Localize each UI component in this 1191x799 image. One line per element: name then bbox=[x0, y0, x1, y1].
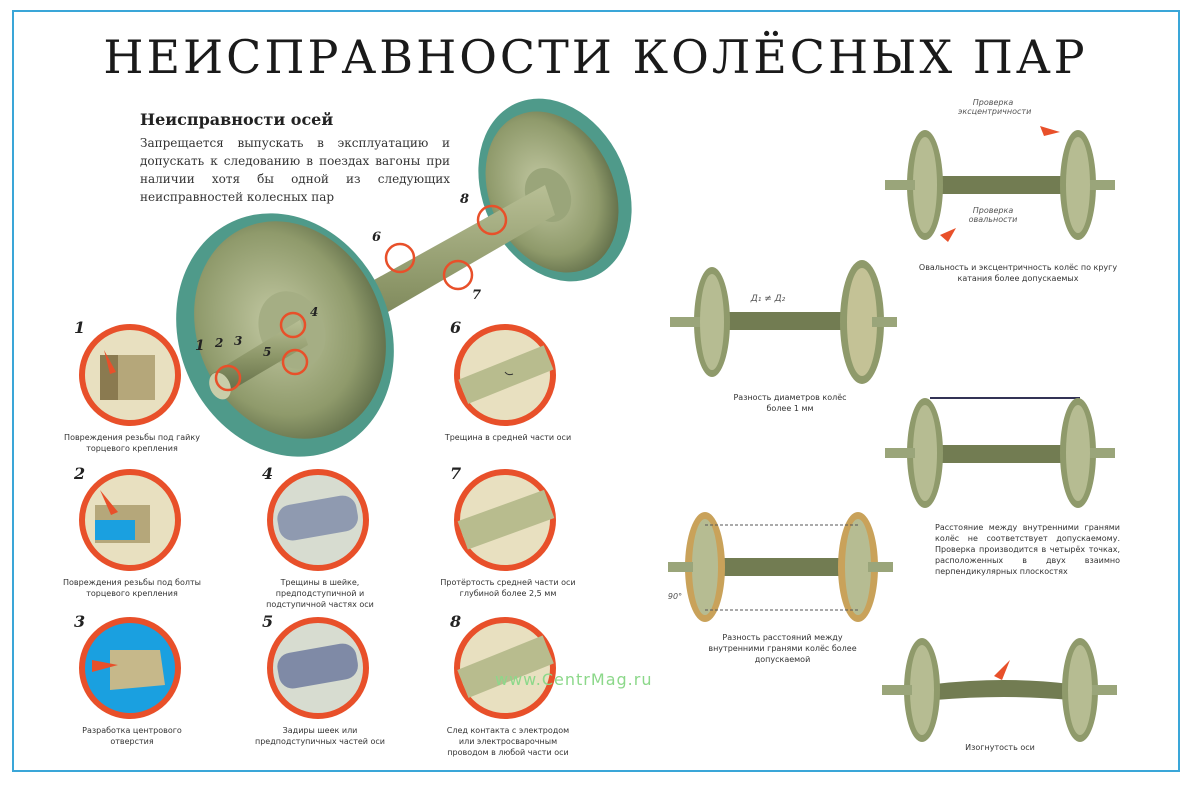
axle-mark-7: 7 bbox=[472, 288, 482, 303]
axle-mark-8: 8 bbox=[460, 192, 470, 207]
watermark: www.CentrMag.ru bbox=[495, 670, 653, 689]
bent-axle-caption: Изогнутость оси bbox=[965, 743, 1035, 752]
detail-caption-8: След контакта с электродом или электросв… bbox=[446, 726, 570, 757]
axle-mark-2: 2 bbox=[215, 336, 224, 350]
detail-caption-2: Повреждения резьбы под болты торцевого к… bbox=[63, 578, 201, 598]
wheelset-bent bbox=[882, 638, 1117, 742]
detail-number-5: 5 bbox=[262, 612, 274, 631]
poster-frame bbox=[12, 10, 1180, 772]
wheelset-inner-distance bbox=[885, 397, 1115, 508]
axle-mark-3: 3 bbox=[234, 334, 243, 348]
inner-distance-caption: Расстояние между внутренними гранями кол… bbox=[935, 523, 1120, 576]
detail-number-3: 3 bbox=[74, 612, 86, 631]
detail-number-1: 1 bbox=[74, 318, 86, 337]
detail-circle-7 bbox=[454, 469, 556, 571]
main-wheelset bbox=[176, 98, 632, 457]
detail-circle-4 bbox=[267, 469, 369, 571]
detail-caption-1: Повреждения резьбы под гайку торцевого к… bbox=[64, 433, 200, 453]
detail-caption-4: Трещины в шейке, предподступичной и подс… bbox=[266, 578, 374, 609]
detail-circle-5 bbox=[267, 617, 369, 719]
detail-caption-7: Протёртость средней части оси глубиной б… bbox=[440, 578, 576, 598]
section-title: Неисправности осей bbox=[140, 110, 334, 129]
intro-text: Запрещается выпускать в эксплуатацию и д… bbox=[140, 136, 450, 204]
axle-mark-1: 1 bbox=[195, 338, 205, 354]
axle-mark-4: 4 bbox=[310, 305, 319, 319]
detail-circle-2 bbox=[79, 469, 181, 571]
detail-circle-8 bbox=[454, 617, 556, 719]
wheelset-diameter bbox=[670, 260, 897, 384]
detail-circle-6 bbox=[454, 324, 556, 426]
detail-number-4: 4 bbox=[262, 464, 274, 483]
wheelset-eccentricity bbox=[885, 126, 1115, 242]
distance-diff-caption: Разность расстояний между внутренними гр… bbox=[708, 633, 857, 664]
ovality-check-label: Проверка овальности bbox=[968, 206, 1018, 224]
detail-number-2: 2 bbox=[74, 464, 86, 483]
axle-mark-5: 5 bbox=[263, 345, 272, 359]
detail-number-6: 6 bbox=[450, 318, 462, 337]
poster-title: НЕИСПРАВНОСТИ КОЛЁСНЫХ ПАР bbox=[103, 30, 1088, 84]
detail-caption-5: Задиры шеек или предподступичных частей … bbox=[254, 726, 386, 746]
ovality-caption: Овальность и эксцентричность колёс по кр… bbox=[918, 263, 1118, 283]
detail-circle-1 bbox=[79, 324, 181, 426]
wheelset-distance-diff bbox=[668, 512, 893, 622]
angle-label: 90° bbox=[667, 592, 683, 601]
diameter-caption: Разность диаметров колёс более 1 мм bbox=[733, 393, 847, 413]
detail-number-7: 7 bbox=[450, 464, 462, 483]
detail-number-8: 8 bbox=[450, 612, 462, 631]
axle-mark-6: 6 bbox=[372, 230, 382, 245]
detail-circle-3 bbox=[79, 617, 181, 719]
detail-caption-6: Трещина в средней части оси bbox=[444, 433, 572, 442]
detail-caption-3: Разработка центрового отверстия bbox=[82, 726, 182, 746]
diameter-formula: Д₁ ≠ Д₂ bbox=[750, 294, 786, 304]
eccentricity-check-label: Проверка эксцентричности bbox=[958, 98, 1032, 116]
axle-markers bbox=[214, 204, 508, 392]
